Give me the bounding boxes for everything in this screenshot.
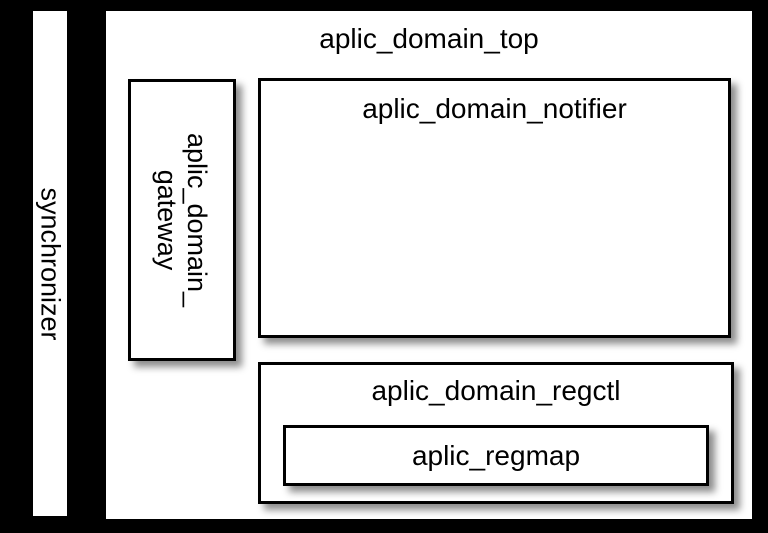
aplic-regmap-block[interactable]: aplic_regmap	[283, 425, 709, 486]
synchronizer-label: synchronizer	[35, 186, 66, 341]
aplic-domain-notifier-label: aplic_domain_notifier	[362, 93, 627, 124]
synchronizer-block[interactable]: synchronizer	[33, 11, 67, 516]
aplic-regmap-label: aplic_regmap	[411, 439, 581, 471]
aplic-domain-gateway-block[interactable]: aplic_domain_ gateway	[128, 79, 236, 361]
aplic-domain-notifier-block[interactable]: aplic_domain_notifier	[258, 78, 731, 338]
aplic-domain-regctl-block[interactable]: aplic_domain_regctl aplic_regmap	[258, 362, 734, 504]
aplic-domain-gateway-label-line1: aplic_domain_	[182, 132, 213, 308]
aplic-domain-gateway-label-line2: gateway	[152, 169, 182, 271]
aplic-domain-top-block[interactable]: aplic_domain_top aplic_domain_ gateway a…	[106, 11, 752, 519]
aplic-domain-regctl-label: aplic_domain_regctl	[371, 375, 621, 406]
aplic-domain-top-label: aplic_domain_top	[319, 23, 539, 54]
aplic-domain-gateway-label: aplic_domain_ gateway	[152, 133, 212, 307]
